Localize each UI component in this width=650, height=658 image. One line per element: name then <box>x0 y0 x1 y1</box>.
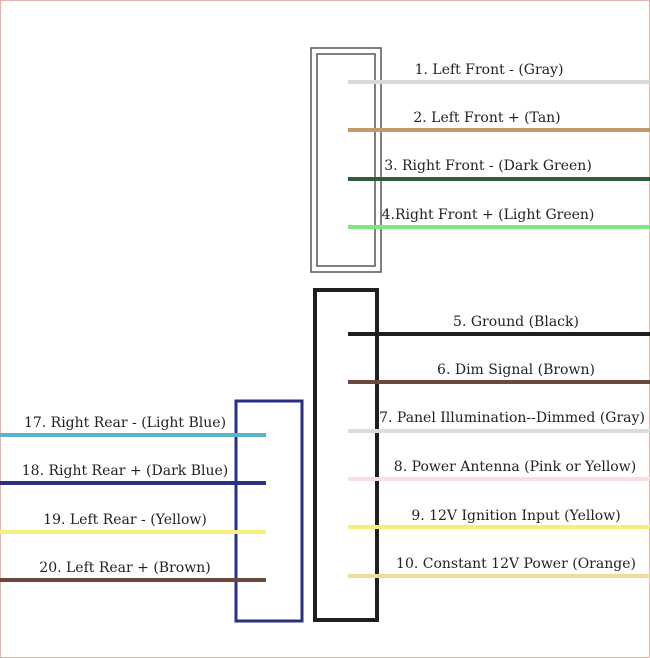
rear-connector <box>234 399 304 623</box>
wire-label-1: 1. Left Front - (Gray) <box>415 62 564 78</box>
wire-label-8: 8. Power Antenna (Pink or Yellow) <box>394 459 636 475</box>
upper-connector-inner <box>316 53 376 267</box>
upper-connector-outer <box>310 47 382 273</box>
wire-label-3: 3. Right Front - (Dark Green) <box>384 158 592 174</box>
wire-label-5: 5. Ground (Black) <box>453 314 579 330</box>
wire-label-18: 18. Right Rear + (Dark Blue) <box>22 463 228 479</box>
wire-label-10: 10. Constant 12V Power (Orange) <box>396 556 636 572</box>
wire-label-4: 4.Right Front + (Light Green) <box>382 207 595 223</box>
wire-label-9: 9. 12V Ignition Input (Yellow) <box>411 508 620 524</box>
upper-wires: 1. Left Front - (Gray) 2. Left Front + (… <box>348 62 650 229</box>
wire-label-2: 2. Left Front + (Tan) <box>413 110 560 126</box>
lower-connector <box>313 288 379 622</box>
wire-label-17: 17. Right Rear - (Light Blue) <box>24 415 226 431</box>
wire-label-6: 6. Dim Signal (Brown) <box>437 362 595 378</box>
wire-label-19: 19. Left Rear - (Yellow) <box>43 512 207 528</box>
wire-label-7: 7. Panel Illumination--Dimmed (Gray) <box>379 410 645 426</box>
wire-label-20: 20. Left Rear + (Brown) <box>39 560 210 576</box>
upper-connector <box>310 47 382 273</box>
rear-wires: 17. Right Rear - (Light Blue) 18. Right … <box>0 415 266 582</box>
lower-wires: 5. Ground (Black) 6. Dim Signal (Brown) … <box>348 314 650 578</box>
